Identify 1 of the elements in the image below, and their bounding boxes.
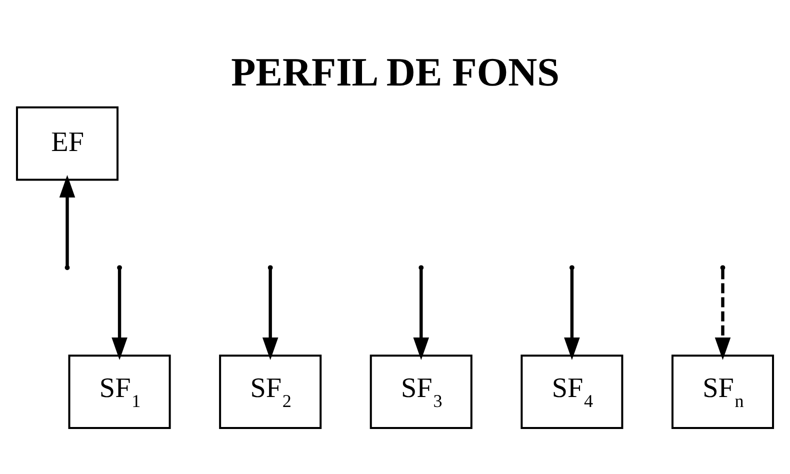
diagram-title: PERFIL DE FONS [231,48,560,94]
